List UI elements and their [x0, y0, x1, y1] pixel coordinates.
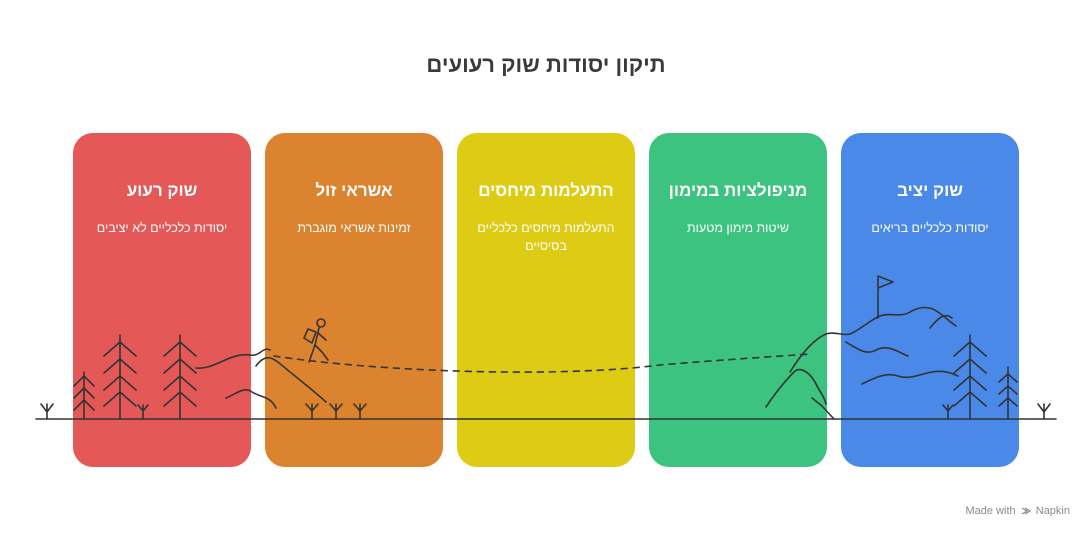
napkin-logo-icon	[1021, 507, 1031, 515]
card-title: אשראי זול	[315, 181, 393, 200]
hill-icon	[195, 348, 327, 409]
card-description: התעלמות מיחסים כלכליים בסיסיים	[477, 221, 615, 253]
card-title: מניפולציות במימון	[668, 181, 808, 200]
card-title: התעלמות מיחסים	[478, 181, 614, 200]
card-stable-market: שוק יציב יסודות כלכליים בריאים	[841, 133, 1019, 467]
card-shaky-market: שוק רעוע יסודות כלכליים לא יציבים	[73, 133, 251, 467]
hiker-icon	[303, 318, 329, 363]
made-with-napkin[interactable]: Made with Napkin	[965, 505, 1070, 518]
card-description: שיטות מימון מטעות	[687, 221, 789, 235]
card-description: יסודות כלכליים לא יציבים	[96, 221, 228, 235]
page-title: תיקון יסודות שוק רעועים	[426, 52, 666, 77]
card-title: שוק רעוע	[126, 181, 198, 200]
tree-icon	[73, 334, 197, 420]
tree-icon	[953, 334, 1018, 420]
card-ignoring-ratios: התעלמות מיחסים התעלמות מיחסים כלכליים בס…	[457, 133, 635, 467]
card-description: יסודות כלכליים בריאים	[871, 221, 989, 235]
card-title: שוק יציב	[897, 181, 963, 200]
card-description: זמינות אשראי מוגברת	[297, 221, 411, 235]
grass-icon	[40, 403, 1051, 420]
dashed-path	[273, 353, 813, 373]
card-cheap-credit: אשראי זול זמינות אשראי מוגברת	[265, 133, 443, 467]
card-financing-manipulation: מניפולציות במימון שיטות מימון מטעות	[649, 133, 827, 467]
mountain-icon	[765, 275, 959, 420]
